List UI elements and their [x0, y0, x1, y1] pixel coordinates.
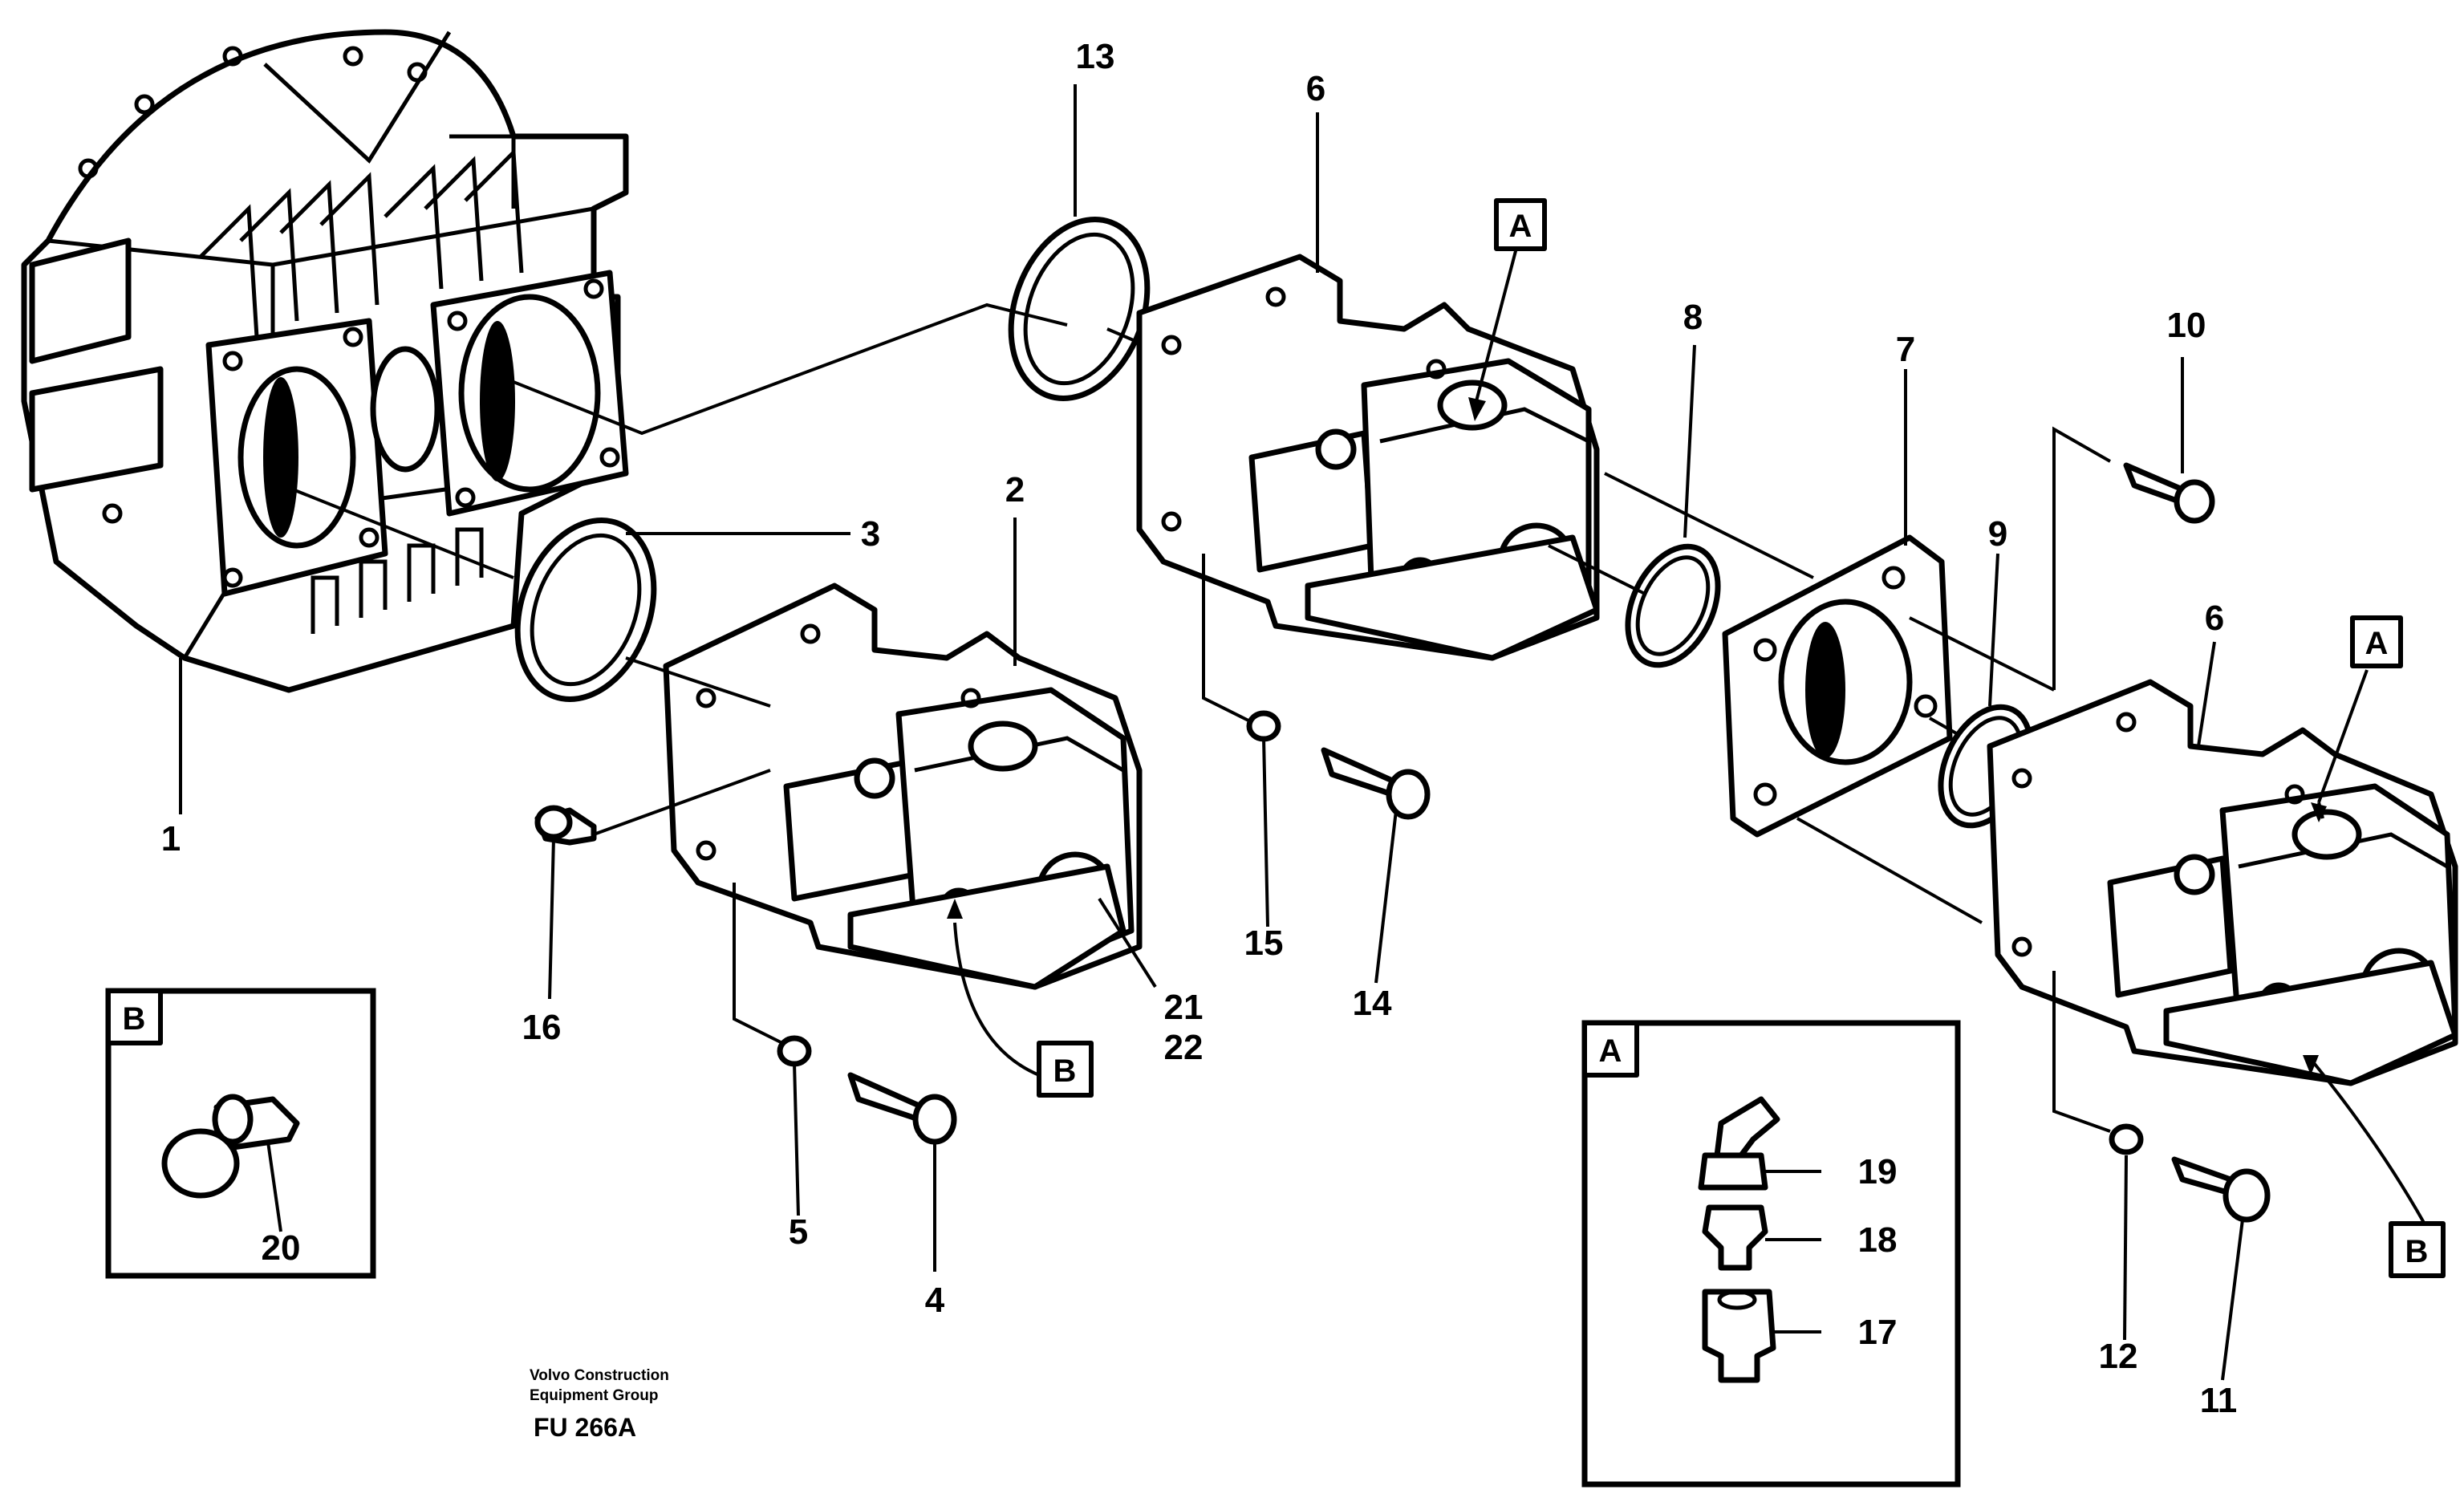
callout-3: 3 [861, 514, 880, 554]
marker-a-top: A [1494, 198, 1547, 251]
callout-5: 5 [789, 1212, 808, 1252]
callout-20: 20 [262, 1228, 301, 1268]
callout-21: 21 [1164, 988, 1204, 1027]
connector-17 [1702, 1289, 1776, 1383]
marker-b-right: B [2389, 1221, 2446, 1278]
detail-b-panel: B 20 [105, 988, 376, 1279]
o-ring-13 [1008, 217, 1151, 401]
o-ring-3 [514, 518, 657, 702]
svg-text:A: A [1509, 209, 1532, 244]
callout-15: 15 [1244, 923, 1284, 963]
callout-4: 4 [925, 1281, 945, 1320]
callout-10: 10 [2167, 306, 2206, 345]
hydraulic-pump-2 [663, 583, 1143, 990]
callout-2: 2 [1005, 470, 1025, 509]
callout-16: 16 [522, 1008, 562, 1047]
o-ring-8 [1625, 543, 1721, 668]
washer-15 [1246, 710, 1281, 742]
adapter-18 [1702, 1204, 1768, 1271]
bolt-10 [2123, 462, 2215, 524]
callout-9: 9 [1988, 514, 2007, 554]
svg-text:A: A [1599, 1033, 1622, 1069]
callout-6-right: 6 [2205, 599, 2224, 638]
callout-8: 8 [1683, 298, 1703, 337]
footer: Volvo Construction Equipment Group FU 26… [530, 1367, 669, 1442]
footer-company-line2: Equipment Group [530, 1387, 658, 1404]
arrowhead-b-right [2303, 1055, 2319, 1075]
callout-1: 1 [161, 819, 181, 859]
leader-lines [179, 84, 2433, 1381]
elbow-fitting-19 [1698, 1096, 1780, 1191]
callout-6-top: 6 [1306, 69, 1325, 108]
callout-14: 14 [1353, 984, 1392, 1023]
fitting-20 [161, 1094, 300, 1199]
callout-18: 18 [1858, 1220, 1898, 1260]
figure-code: FU 266A [534, 1413, 636, 1442]
svg-text:B: B [1053, 1053, 1077, 1089]
bolt-11 [2171, 1156, 2271, 1223]
hydraulic-pump-6-top [1136, 254, 1600, 661]
plug-16 [534, 805, 597, 846]
arrowhead-b [947, 899, 963, 919]
adapter-plate-7 [1722, 534, 1953, 838]
hydraulic-pump-6-right [1987, 679, 2458, 1086]
bolt-14 [1321, 747, 1431, 820]
callout-13: 13 [1076, 37, 1115, 76]
bolt-4 [847, 1072, 957, 1145]
arrowhead-a [1468, 397, 1486, 421]
callout-7: 7 [1896, 330, 1915, 369]
svg-text:B: B [123, 1001, 146, 1037]
detail-a-panel: A 19 18 17 [1581, 1020, 1961, 1488]
arrowhead-a-right [2311, 802, 2327, 822]
callout-19: 19 [1858, 1152, 1898, 1191]
callout-11: 11 [2200, 1381, 2238, 1420]
callouts: 1 2 3 4 5 6 6 7 8 9 10 11 12 13 14 15 16… [161, 37, 2238, 1420]
callout-22: 22 [1164, 1028, 1204, 1067]
svg-text:B: B [2405, 1234, 2429, 1269]
footer-company-line1: Volvo Construction [530, 1367, 669, 1384]
marker-a-right: A [2350, 615, 2403, 668]
washer-5 [777, 1035, 812, 1067]
marker-b-center: B [1037, 1041, 1094, 1098]
callout-12: 12 [2099, 1337, 2138, 1376]
washer-12 [2109, 1123, 2144, 1155]
callout-17: 17 [1858, 1313, 1898, 1352]
svg-text:A: A [2365, 626, 2389, 661]
